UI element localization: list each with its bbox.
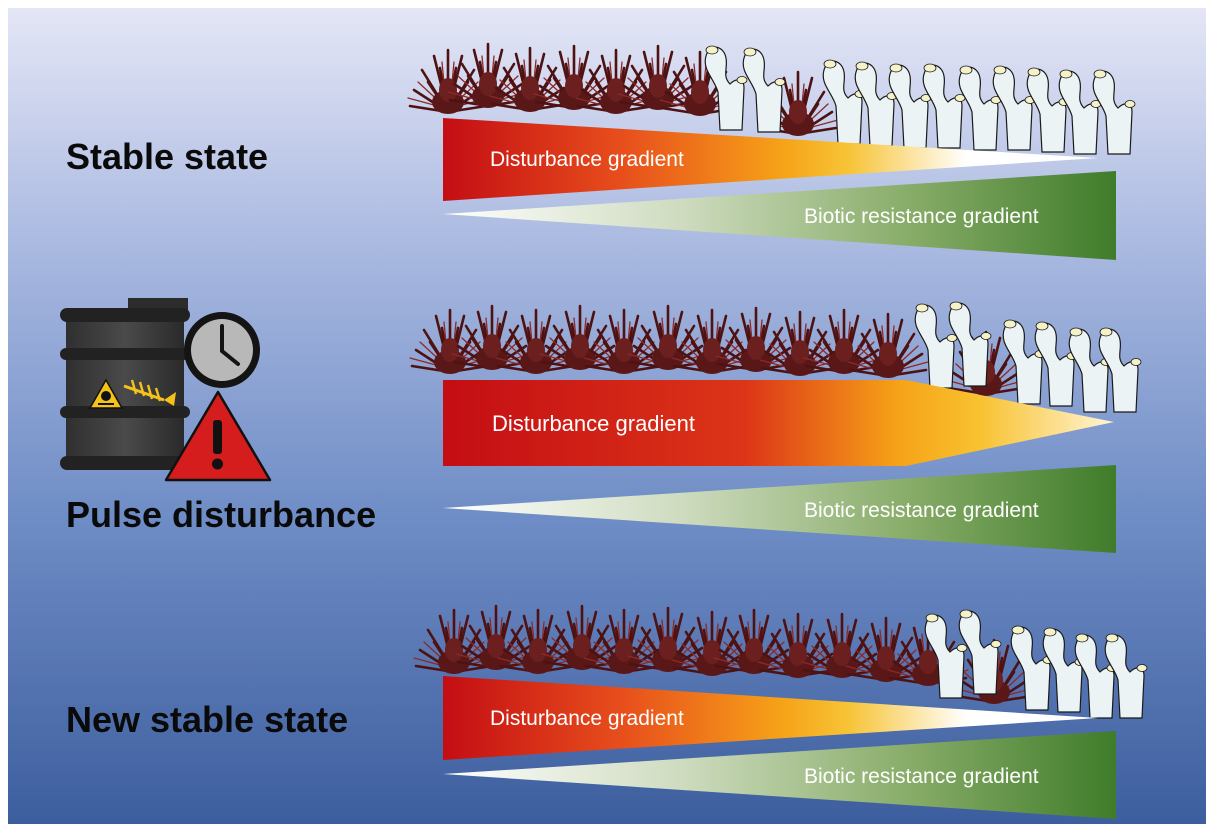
warning-triangle-icon [164,390,272,482]
white-coral-icon [958,609,1002,695]
dead-fish-icon [123,379,176,406]
biotic-resistance-gradient-wedge [443,465,1116,553]
panel-1-coral-cluster [704,45,1136,155]
biotic-resistance-gradient-label: Biotic resistance gradient [804,499,1039,522]
white-coral-icon [742,47,786,133]
red-seaweed-icon [412,608,496,676]
toxic-barrel-icon [60,298,190,470]
red-seaweed-icon [408,308,492,376]
disturbance-gradient-wedge [443,118,1098,201]
skull-icon [88,378,124,409]
biotic-resistance-gradient-label: Biotic resistance gradient [804,205,1039,228]
biotic-resistance-gradient-wedge [443,171,1116,260]
white-coral-icon [1092,69,1136,155]
panel-3-coral-cluster [924,609,1148,719]
white-coral-icon [922,63,966,149]
biotic-resistance-gradient-label: Biotic resistance gradient [804,765,1039,788]
pulse-disturbance-label: Pulse disturbance [66,494,377,535]
diagram-panel: Stable state Pulse disturbance New stabl… [8,8,1206,824]
red-seaweed-icon [574,48,658,116]
stable-state-label: Stable state [66,136,269,177]
white-coral-icon [704,45,748,131]
clock-icon [184,312,260,388]
new-stable-state-label: New stable state [66,699,349,740]
disturbance-gradient-label: Disturbance gradient [490,148,684,171]
diagram-scene: Disturbance gradient Biotic resistance g… [60,42,1148,819]
disturbance-gradient-label: Disturbance gradient [492,411,695,436]
disturbance-gradient-label: Disturbance gradient [490,707,684,730]
disturbance-gradient-wedge [443,676,1098,760]
biotic-resistance-gradient-wedge [443,731,1116,819]
disturbance-gradient-arrow [443,380,1114,466]
